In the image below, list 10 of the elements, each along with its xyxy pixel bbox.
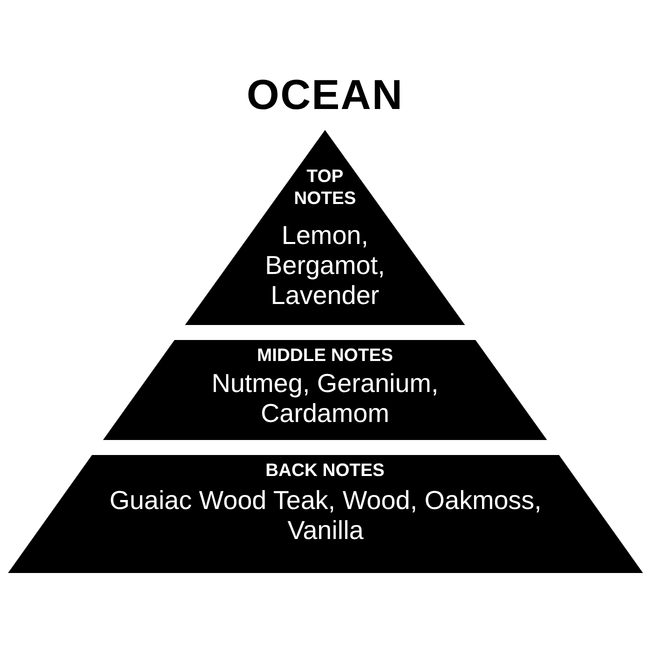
pyramid-tier — [185, 130, 465, 325]
tier-heading: BACK NOTES — [264, 459, 386, 481]
pyramid-tier — [8, 455, 643, 573]
tier-notes: Guaiac Wood Teak, Wood, Oakmoss, Vanilla — [108, 485, 543, 545]
tier-notes: Lemon, Bergamot, Lavender — [264, 220, 386, 310]
tier-heading: MIDDLE NOTES — [256, 344, 394, 366]
title: OCEAN — [246, 72, 404, 118]
tier-heading: TOP NOTES — [292, 165, 357, 209]
tier-notes: Nutmeg, Geranium, Cardamom — [210, 368, 440, 428]
pyramid-tier — [103, 340, 547, 440]
